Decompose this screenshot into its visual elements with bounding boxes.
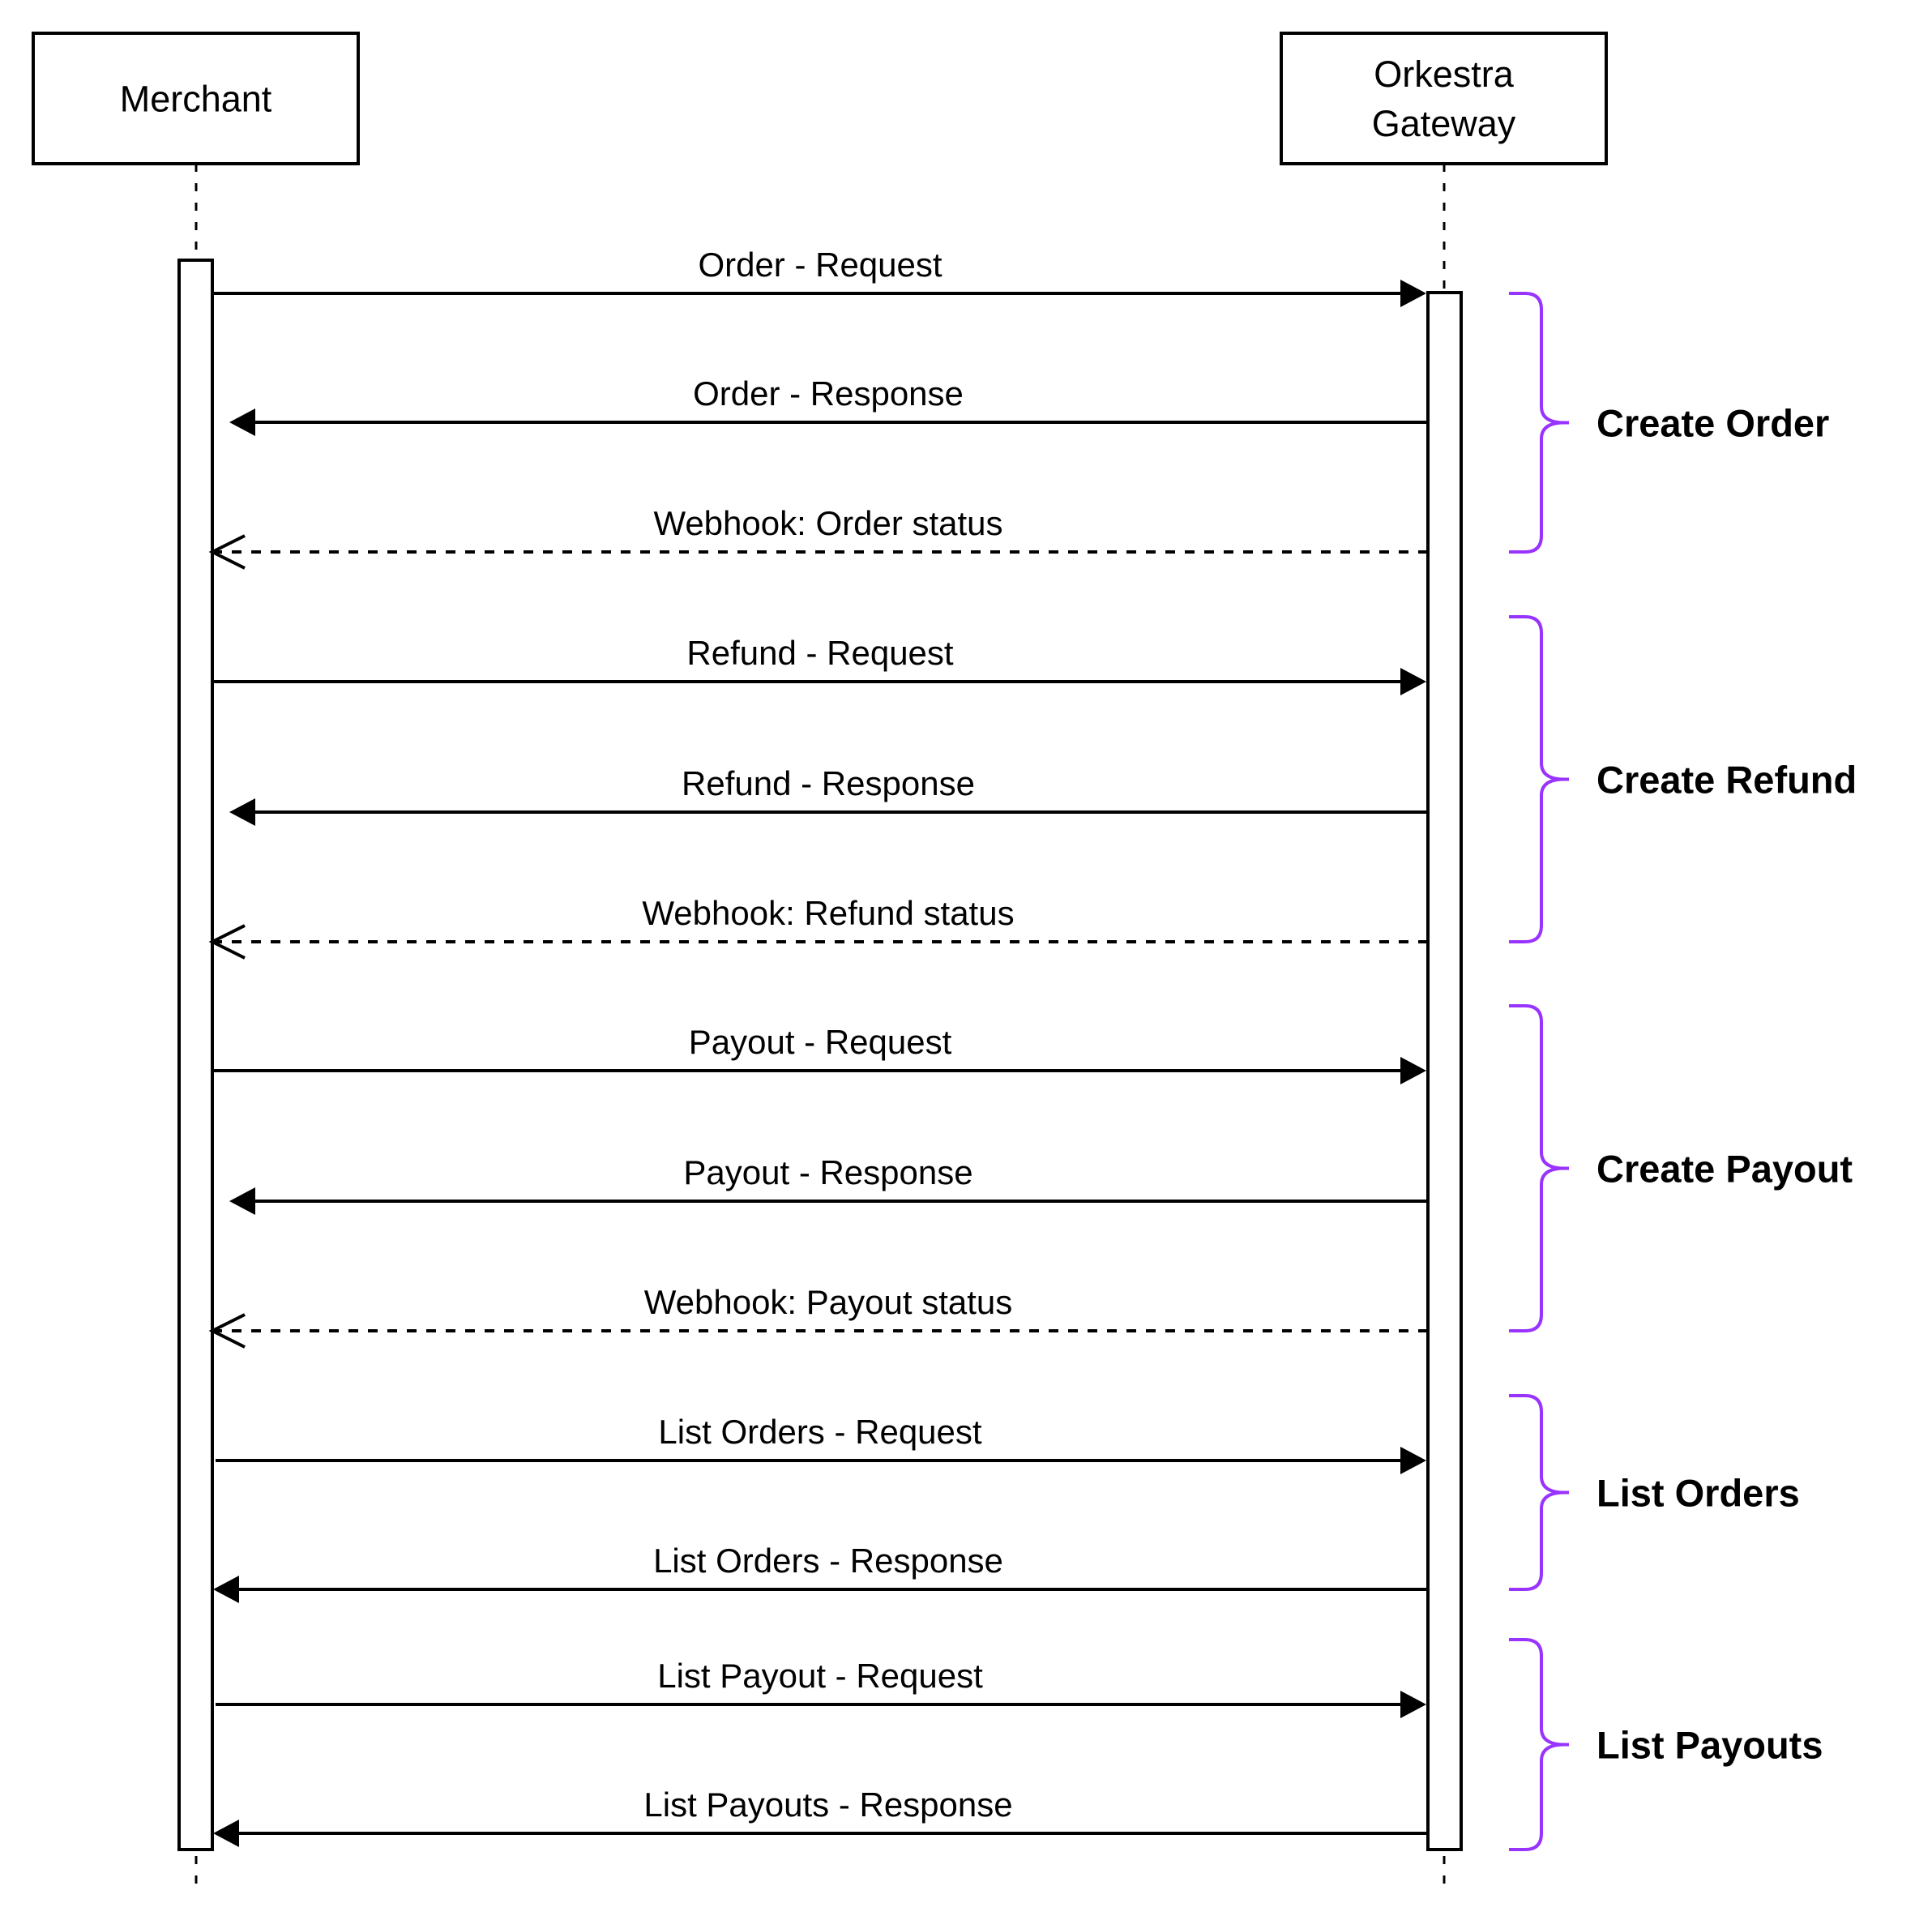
- arrowhead-left-icon: [229, 1187, 255, 1215]
- message: List Payouts - Response: [213, 1786, 1428, 1847]
- arrowhead-left-icon: [213, 1820, 239, 1847]
- group-create-order: Create Order: [1509, 292, 1829, 554]
- group-list-orders: List Orders: [1509, 1394, 1800, 1591]
- group-list-payouts: List Payouts: [1509, 1638, 1823, 1851]
- message-label: Refund - Request: [686, 634, 954, 672]
- arrowhead-right-icon: [1400, 1447, 1426, 1474]
- group-label: List Payouts: [1596, 1724, 1823, 1767]
- message: Order - Response: [229, 374, 1428, 436]
- message: Refund - Response: [229, 764, 1428, 826]
- arrowhead-right-icon: [1400, 280, 1426, 307]
- activation-bar-gateway: [1426, 291, 1463, 1851]
- message-label: List Payouts - Response: [643, 1786, 1012, 1824]
- message: Payout - Request: [212, 1023, 1426, 1084]
- arrowhead-left-icon: [229, 798, 255, 826]
- group-label: Create Payout: [1596, 1148, 1853, 1191]
- message-label: Webhook: Refund status: [642, 894, 1014, 932]
- group-label: List Orders: [1596, 1472, 1800, 1515]
- group-label: Create Order: [1596, 402, 1829, 445]
- participant-label: Gateway: [1372, 103, 1516, 144]
- message-label: List Orders - Response: [653, 1542, 1003, 1580]
- message-label: Webhook: Order status: [653, 504, 1002, 542]
- open-arrowhead-left-icon: [208, 1313, 246, 1349]
- message: Refund - Request: [212, 634, 1426, 695]
- activation-bar-merchant: [177, 259, 214, 1851]
- curly-brace-icon: [1509, 615, 1569, 943]
- message-label: List Payout - Request: [657, 1657, 983, 1695]
- participant-box: [1280, 32, 1608, 165]
- message-label: List Orders - Request: [658, 1413, 981, 1451]
- arrowhead-right-icon: [1400, 1691, 1426, 1718]
- message: Payout - Response: [229, 1153, 1428, 1215]
- message-label: Webhook: Payout status: [644, 1283, 1013, 1321]
- message: Webhook: Order status: [208, 504, 1428, 570]
- curly-brace-icon: [1509, 292, 1569, 554]
- message-label: Refund - Response: [682, 764, 975, 802]
- message-label: Order - Response: [693, 374, 964, 413]
- open-arrowhead-left-icon: [208, 924, 246, 960]
- message: Order - Request: [212, 246, 1426, 307]
- participant-box: [32, 32, 360, 165]
- message-label: Payout - Request: [689, 1023, 952, 1061]
- participant-label: Orkestra: [1374, 53, 1515, 95]
- curly-brace-icon: [1509, 1394, 1569, 1591]
- message-label: Order - Request: [698, 246, 942, 284]
- curly-brace-icon: [1509, 1004, 1569, 1332]
- participant-label: Merchant: [120, 79, 272, 120]
- message: List Orders - Response: [213, 1542, 1428, 1603]
- arrowhead-right-icon: [1400, 668, 1426, 695]
- group-label: Create Refund: [1596, 759, 1857, 802]
- message-label: Payout - Response: [683, 1153, 972, 1191]
- arrowhead-right-icon: [1400, 1057, 1426, 1084]
- activation-bars: [177, 259, 1463, 1851]
- message: Webhook: Refund status: [208, 894, 1428, 960]
- message: Webhook: Payout status: [208, 1283, 1428, 1349]
- message: List Orders - Request: [216, 1413, 1426, 1474]
- message: List Payout - Request: [216, 1657, 1426, 1718]
- participant-merchant: Merchant: [32, 32, 360, 165]
- group-create-payout: Create Payout: [1509, 1004, 1853, 1332]
- arrowhead-left-icon: [213, 1576, 239, 1603]
- curly-brace-icon: [1509, 1638, 1569, 1851]
- open-arrowhead-left-icon: [208, 534, 246, 570]
- group-create-refund: Create Refund: [1509, 615, 1857, 943]
- arrowhead-left-icon: [229, 408, 255, 436]
